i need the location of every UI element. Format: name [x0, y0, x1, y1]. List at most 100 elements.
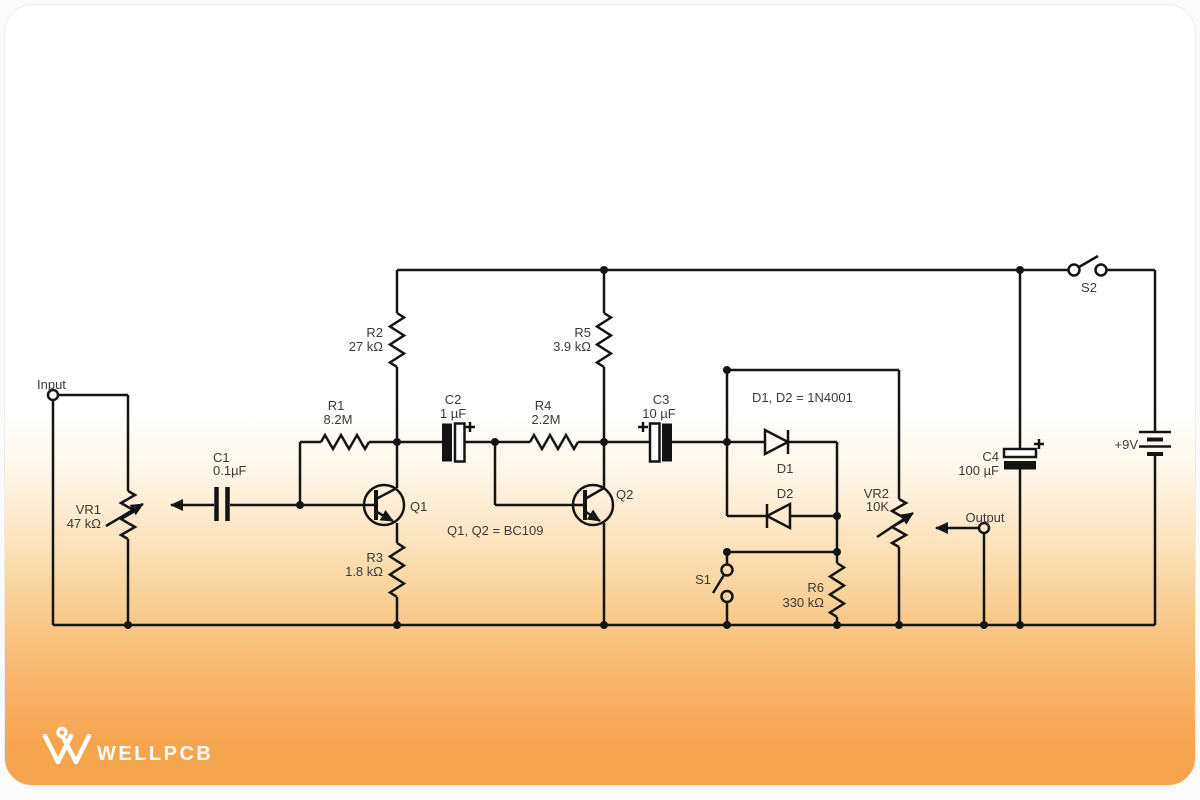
c2-plus-icon — [465, 422, 475, 432]
junction-dots — [124, 266, 1024, 629]
input-label: Input — [37, 377, 66, 392]
junction-dot — [600, 438, 608, 446]
diode-d2-symbol — [764, 501, 792, 531]
schematic-card: Input VR1 47 kΩ C1 0.1µF R1 8.2M R2 27 k… — [4, 4, 1196, 786]
potentiometer-vr1-symbol — [118, 489, 138, 541]
output-terminal: Output — [935, 510, 1005, 535]
junction-dot — [723, 366, 731, 374]
wellpcb-logo-text: WELLPCB — [97, 743, 213, 765]
diode-d2: D2 — [764, 486, 794, 531]
wellpcb-logo-icon — [42, 726, 92, 765]
junction-dot — [723, 621, 731, 629]
s1-top-contact — [720, 563, 734, 577]
junction-dot — [393, 438, 401, 446]
c4-plus-icon — [1034, 439, 1044, 449]
wellpcb-logo: WELLPCB — [42, 726, 213, 765]
junction-dot — [833, 548, 841, 556]
switch-s2: S2 — [1067, 254, 1108, 295]
input-terminal-icon — [46, 388, 60, 402]
c2-value: 1 µF — [440, 406, 466, 421]
r1-ref: R1 — [328, 398, 345, 413]
diode-d1: D1 — [763, 427, 794, 476]
resistor-r5: R5 3.9 kΩ — [553, 311, 614, 369]
r4-ref: R4 — [535, 398, 552, 413]
vr1-value: 47 kΩ — [67, 516, 102, 531]
resistor-r2-symbol — [387, 311, 407, 369]
s2-ref: S2 — [1081, 280, 1097, 295]
npn-transistor-q2-symbol — [571, 483, 615, 527]
resistor-r3-symbol — [387, 541, 407, 599]
junction-dot — [723, 438, 731, 446]
resistor-r2: R2 27 kΩ — [349, 311, 407, 369]
junction-dot — [1016, 266, 1024, 274]
junction-dot — [895, 621, 903, 629]
r6-value: 330 kΩ — [782, 595, 824, 610]
resistor-r6-symbol — [827, 561, 847, 619]
junction-dot — [600, 266, 608, 274]
battery-9v: +9V — [1115, 430, 1171, 456]
junction-dot — [833, 621, 841, 629]
r4-value: 2.2M — [532, 412, 561, 427]
resistor-r3: R3 1.8 kΩ — [345, 541, 407, 599]
capacitor-c4: C4 100 µF — [958, 439, 1044, 478]
capacitor-c3-symbol — [662, 423, 672, 462]
c3-value: 10 µF — [642, 406, 676, 421]
resistor-r4: R4 2.2M — [528, 398, 580, 452]
capacitor-c1: C1 0.1µF — [170, 450, 247, 521]
resistor-r1-symbol — [319, 432, 371, 452]
diode-note: D1, D2 = 1N4001 — [752, 390, 853, 405]
q2-ref: Q2 — [616, 487, 633, 502]
r1-value: 8.2M — [324, 412, 353, 427]
battery-label: +9V — [1115, 437, 1139, 452]
resistor-r1: R1 8.2M — [319, 398, 371, 452]
q1-emitter-arrow-icon — [376, 509, 394, 523]
d1-ref: D1 — [777, 461, 794, 476]
c2-positive-plate — [453, 422, 466, 463]
junction-dot — [491, 438, 499, 446]
s2-right-contact — [1094, 263, 1108, 277]
c3-plus-icon — [638, 422, 648, 432]
vr2-wiper-arrow-icon — [876, 511, 914, 539]
c1-ref: C1 — [213, 450, 230, 465]
c2-ref: C2 — [445, 392, 462, 407]
capacitor-c2-symbol — [442, 423, 452, 462]
r5-value: 3.9 kΩ — [553, 339, 591, 354]
r5-ref: R5 — [574, 325, 591, 340]
npn-transistor-q1-symbol — [362, 483, 406, 527]
resistor-r6: R6 330 kΩ — [782, 561, 847, 619]
c4-value: 100 µF — [958, 463, 999, 478]
switch-s1: S1 — [695, 563, 734, 604]
q2-emitter-arrow-icon — [585, 509, 601, 523]
q2-collector — [584, 486, 605, 501]
vr1-ref: VR1 — [76, 502, 101, 517]
c3-positive-plate — [648, 422, 661, 463]
input-terminal: Input — [37, 377, 66, 402]
c4-positive-plate — [1002, 447, 1038, 459]
transistor-note: Q1, Q2 = BC109 — [447, 523, 543, 538]
q1-collector — [375, 486, 398, 501]
diode-d1-symbol — [763, 427, 791, 457]
battery-long-plates — [1139, 430, 1171, 448]
vr2-ref: VR2 — [864, 486, 889, 501]
c4-ref: C4 — [982, 449, 999, 464]
junction-dot — [833, 512, 841, 520]
s1-bottom-contact — [720, 589, 734, 604]
junction-dot — [600, 621, 608, 629]
s2-left-contact — [1067, 263, 1081, 277]
r6-ref: R6 — [807, 580, 824, 595]
junction-dot — [124, 621, 132, 629]
r2-value: 27 kΩ — [349, 339, 384, 354]
vr1-wiper-arrow-icon — [105, 502, 144, 528]
c1-value: 0.1µF — [213, 463, 247, 478]
battery-short-plates — [1147, 437, 1163, 456]
potentiometer-vr1: VR1 47 kΩ — [67, 489, 144, 541]
capacitor-c3: C3 10 µF — [638, 392, 676, 463]
vr2-value: 10K — [866, 499, 889, 514]
q1-ref: Q1 — [410, 499, 427, 514]
resistor-r5-symbol — [594, 311, 614, 369]
junction-dot — [1016, 621, 1024, 629]
s1-ref: S1 — [695, 572, 711, 587]
transistor-q2: Q2 — [571, 483, 633, 527]
junction-dot — [296, 501, 304, 509]
d2-ref: D2 — [777, 486, 794, 501]
